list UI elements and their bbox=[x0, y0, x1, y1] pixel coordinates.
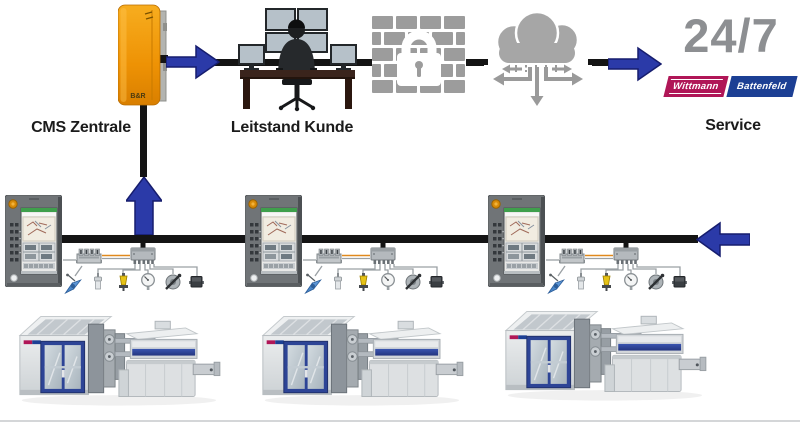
cabinet-logo: B&R bbox=[130, 93, 145, 100]
office-chair bbox=[278, 79, 316, 112]
brand-battenfeld-label: Battenfeld bbox=[736, 81, 788, 92]
injection-molding-machine-1 bbox=[19, 315, 221, 407]
operator-person bbox=[276, 19, 317, 76]
sensor-network-2 bbox=[242, 243, 454, 301]
up-arrow-icon bbox=[126, 177, 162, 235]
lock-icon bbox=[397, 30, 441, 86]
arrow-machines-to-cms bbox=[126, 177, 162, 235]
sensor-network-1 bbox=[2, 243, 214, 301]
caption-cms-zentrale: CMS Zentrale bbox=[31, 119, 131, 136]
firewall-lock-icon bbox=[372, 16, 466, 98]
cloud-arrowheads bbox=[493, 64, 583, 106]
availability-text: 24/7 bbox=[683, 9, 779, 62]
machine-bus-line bbox=[58, 235, 698, 243]
caption-service: Service bbox=[705, 117, 761, 134]
arrow-cms-to-leitstand bbox=[166, 44, 220, 80]
injection-molding-machine-2 bbox=[262, 315, 464, 407]
server-cabinet-icon: B&R bbox=[118, 4, 168, 106]
cms-downlink-line bbox=[140, 103, 147, 177]
sensor-network-3 bbox=[485, 243, 697, 301]
brand-wittmann-label: Wittmann bbox=[669, 79, 723, 94]
brand-battenfeld: Battenfeld bbox=[726, 76, 798, 97]
right-arrow-icon bbox=[166, 44, 220, 80]
injection-molding-machine-3 bbox=[505, 310, 707, 402]
cloud-arrows bbox=[504, 65, 572, 97]
operator-workstation-icon bbox=[238, 8, 357, 112]
arrow-cloud-to-service bbox=[608, 46, 662, 82]
desk bbox=[240, 70, 355, 109]
cloud-distribution-icon bbox=[484, 10, 592, 106]
right-arrow-icon bbox=[608, 46, 662, 82]
brand-wittmann: Wittmann bbox=[663, 76, 729, 97]
brand-logo: Wittmann Battenfeld bbox=[663, 76, 798, 97]
arrow-into-bus bbox=[696, 221, 750, 258]
left-arrow-icon bbox=[696, 221, 750, 258]
caption-leitstand-kunde: Leitstand Kunde bbox=[230, 119, 354, 136]
